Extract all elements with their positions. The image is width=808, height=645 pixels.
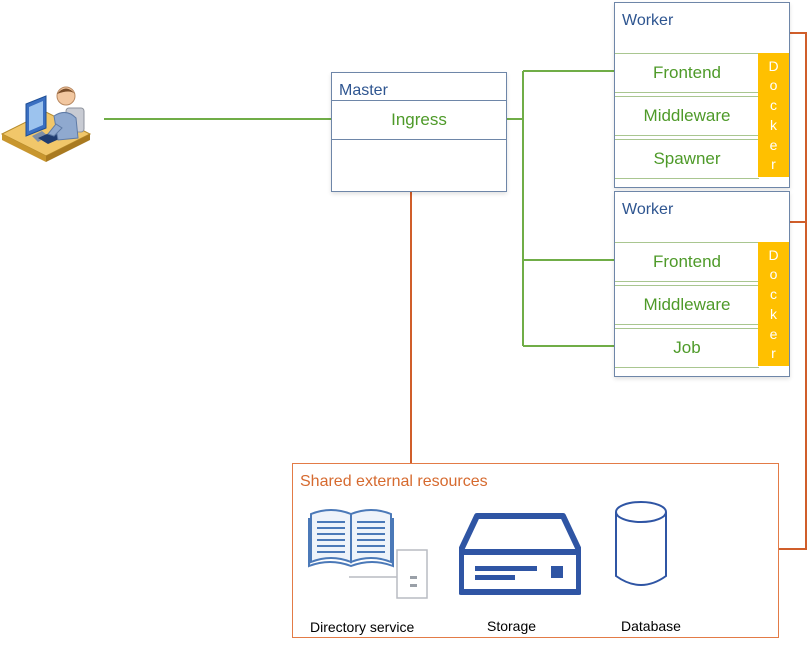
storage-server-icon [459,513,581,595]
docker-letter: r [771,156,776,173]
docker-letter: e [769,325,778,342]
frontend-service: Frontend [615,242,759,282]
shared-resources-group: Shared external resources Directory [292,463,779,638]
worker-title: Worker [622,201,674,218]
docker-letter: c [770,286,777,303]
user-at-computer-icon [0,86,92,162]
middleware-service: Middleware [615,285,759,325]
directory-book-icon [308,509,428,599]
docker-letter: e [769,136,778,153]
shared-resources-title: Shared external resources [300,473,488,490]
docker-letter: o [769,266,778,283]
docker-letter: r [771,345,776,362]
docker-letter: k [770,305,777,322]
worker-shared-bus [779,32,807,550]
master-node: Master Ingress [331,72,507,192]
middleware-service: Middleware [615,96,759,136]
docker-letter: o [769,77,778,94]
ingress-component: Ingress [332,100,506,140]
worker-title: Worker [622,12,674,29]
master-title: Master [339,82,388,99]
frontend-service: Frontend [615,53,759,93]
docker-letter: c [770,97,777,114]
job-service: Job [615,328,759,368]
database-cylinder-icon [615,501,667,586]
docker-letter: k [770,116,777,133]
directory-service-label: Directory service [310,619,415,635]
docker-letter: D [768,246,779,263]
storage-label: Storage [487,618,537,634]
docker-letter: D [768,57,779,74]
database-label: Database [621,618,681,634]
spawner-service: Spawner [615,139,759,179]
